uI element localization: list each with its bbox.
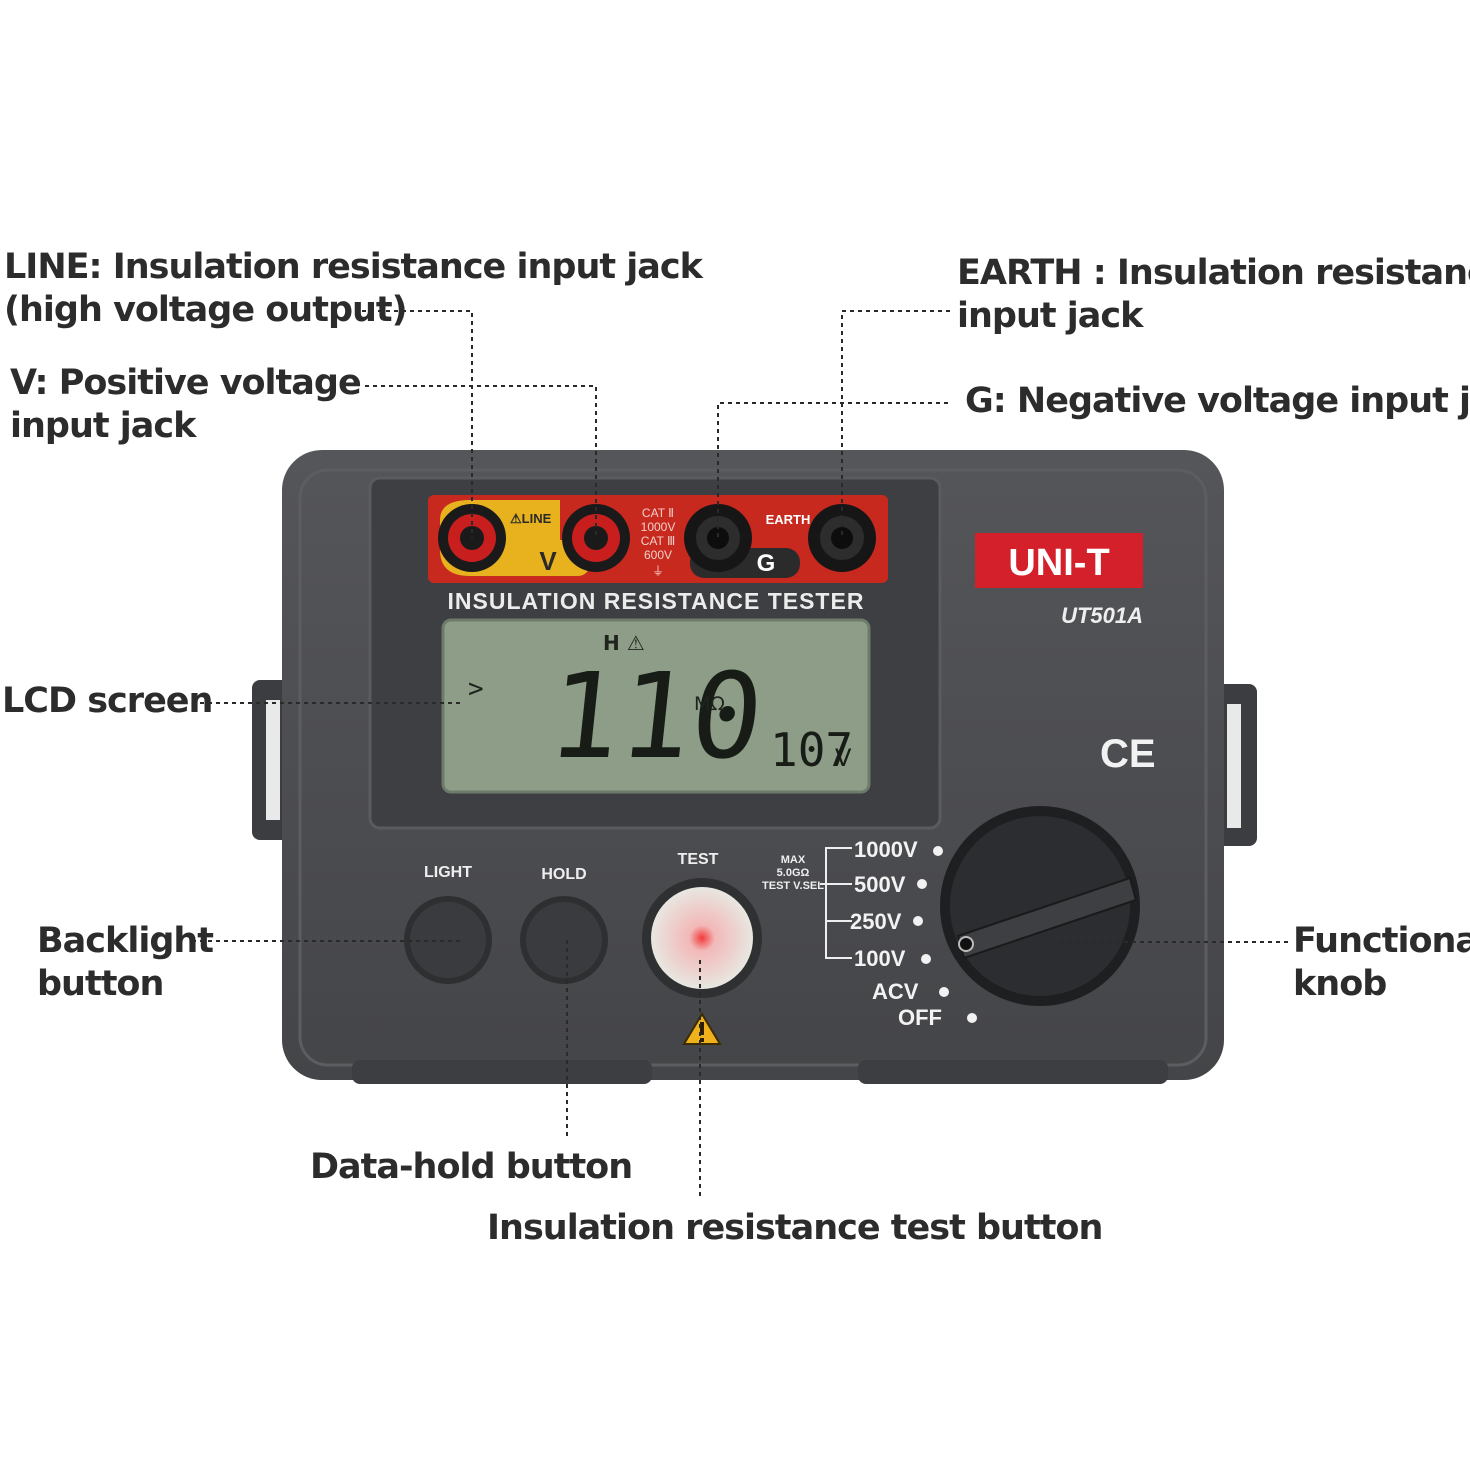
callout-v-jack-2: input jack (10, 406, 196, 446)
callout-line-jack-1: LINE: Insulation resistance input jack (4, 247, 703, 287)
test-button[interactable] (642, 878, 762, 998)
callout-lcd: LCD screen (2, 680, 213, 723)
callout-hold: Data-hold button (310, 1146, 633, 1189)
range-off: OFF (898, 1005, 942, 1030)
cat-line-1: CAT Ⅱ (642, 506, 674, 520)
lcd-main-value: 110 (542, 647, 770, 785)
range-100v: 100V (854, 946, 906, 971)
callout-backlight: Backlight button (37, 920, 214, 1006)
callout-hold-1: Data-hold button (310, 1147, 633, 1187)
range-500v: 500V (854, 872, 906, 897)
callout-test-1: Insulation resistance test button (487, 1208, 1103, 1248)
panel-title: INSULATION RESISTANCE TESTER (448, 588, 865, 614)
callout-v-jack: V: Positive voltage input jack (10, 362, 362, 448)
range-dots (913, 846, 977, 1023)
callout-knob-1: Functional (1293, 921, 1470, 961)
warning-icon (682, 1012, 722, 1045)
max-label: MAX 5.0GΩ TEST V.SEL (762, 854, 824, 892)
callout-backlight-2: button (37, 964, 164, 1004)
cat-rating: CAT Ⅱ 1000V CAT Ⅲ 600V ⏚ (641, 506, 676, 578)
range-250v: 250V (850, 909, 902, 934)
leader-earth-jack (841, 310, 950, 538)
callout-earth-jack-2: input jack (957, 296, 1143, 336)
model-label: UT501A (1061, 603, 1143, 628)
callout-line-jack: LINE: Insulation resistance input jack (… (4, 246, 703, 332)
lcd-arrow: > (468, 674, 484, 704)
lcd-main-unit: MΩ (694, 693, 725, 715)
brand-logo: UNI-T (975, 533, 1143, 588)
leader-g-jack (717, 402, 948, 538)
max-line-3: TEST V.SEL (762, 880, 824, 892)
g-jack[interactable] (684, 504, 800, 578)
v-jack-label: V (539, 546, 557, 576)
range-labels: 1000V 500V 250V 100V ACV OFF (850, 837, 942, 1030)
line-jack-label: ⚠LINE (510, 511, 552, 526)
range-bracket (820, 847, 852, 959)
earth-jack[interactable] (808, 504, 876, 572)
cat-line-2: 1000V (641, 520, 676, 534)
callout-g-jack: G: Negative voltage input jack (965, 380, 1470, 423)
leader-lines (192, 310, 1290, 1200)
lcd-sub-unit: V (835, 744, 852, 772)
max-line-2: 5.0GΩ (777, 867, 810, 879)
cat-line-4: 600V (644, 548, 672, 562)
callout-knob: Functional knob (1293, 920, 1470, 1006)
function-knob[interactable] (940, 806, 1140, 1006)
max-line-1: MAX (781, 854, 806, 866)
callout-earth-jack: EARTH : Insulation resistance input jack (957, 252, 1470, 338)
callout-test: Insulation resistance test button (487, 1207, 1103, 1250)
callout-knob-2: knob (1293, 964, 1387, 1004)
ce-mark: CE (1100, 732, 1156, 776)
callout-lcd-1: LCD screen (2, 681, 213, 721)
callout-v-jack-1: V: Positive voltage (10, 363, 362, 403)
range-acv: ACV (872, 979, 919, 1004)
callout-backlight-1: Backlight (37, 921, 214, 961)
hold-button-label: HOLD (541, 866, 586, 883)
g-jack-label: G (757, 550, 776, 577)
ground-symbol: ⏚ (652, 564, 664, 578)
light-button-label: LIGHT (424, 864, 472, 881)
lcd-screen: H ⚠ > 110 MΩ 107 V (441, 618, 871, 794)
callout-earth-jack-1: EARTH : Insulation resistance (957, 253, 1470, 293)
hold-button[interactable] (520, 896, 608, 984)
brand-text: UNI-T (1008, 542, 1109, 584)
callout-line-jack-2: (high voltage output) (4, 290, 408, 330)
v-jack[interactable] (562, 504, 630, 572)
lcd-sub-value: 107 (770, 723, 853, 777)
earth-jack-label: EARTH (766, 512, 811, 527)
range-1000v: 1000V (854, 837, 918, 862)
callout-g-jack-1: G: Negative voltage input jack (965, 381, 1470, 421)
cat-line-3: CAT Ⅲ (641, 534, 676, 548)
test-button-label: TEST (678, 851, 719, 868)
lcd-indicators: H ⚠ (603, 631, 645, 655)
